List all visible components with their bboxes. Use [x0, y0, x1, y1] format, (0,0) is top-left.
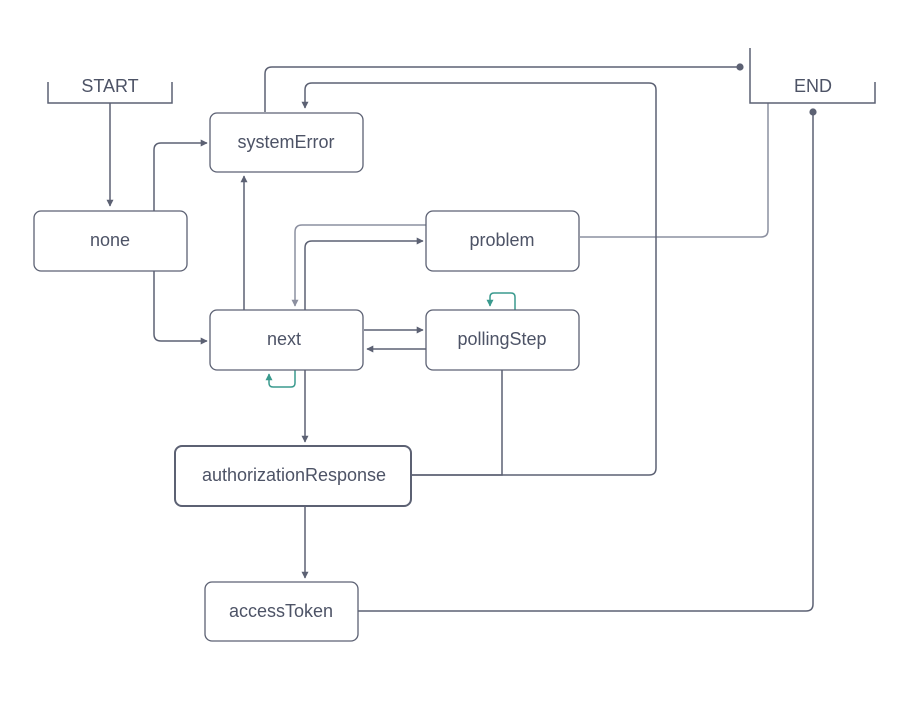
node-polling-step-label: pollingStep — [457, 329, 546, 349]
edge-problem-end — [580, 103, 769, 238]
edge-pollingstep-authorizationresponse — [411, 370, 503, 476]
start-label: START — [81, 76, 138, 96]
edge-authorizationresponse-systemerror — [301, 82, 657, 476]
edge-systemerror-end — [264, 63, 744, 112]
node-access-token[interactable]: accessToken — [204, 581, 359, 642]
edge-pollingstep-self — [486, 292, 516, 310]
node-access-token-label: accessToken — [229, 601, 333, 621]
node-next-label: next — [267, 329, 301, 349]
node-polling-step[interactable]: pollingStep — [425, 309, 580, 371]
edge-none-systemerror — [153, 139, 208, 211]
edge-problem-next — [291, 224, 426, 307]
node-problem-label: problem — [469, 230, 534, 250]
edge-accesstoken-end — [358, 108, 817, 612]
node-none[interactable]: none — [33, 210, 188, 272]
node-problem[interactable]: problem — [425, 210, 580, 272]
edge-next-problem — [304, 237, 424, 310]
end-terminal: END — [749, 48, 876, 104]
start-terminal: START — [47, 76, 173, 104]
node-system-error-label: systemError — [237, 132, 334, 152]
node-authorization-response-label: authorizationResponse — [202, 465, 386, 485]
edge-none-next — [153, 271, 208, 345]
edge-next-self — [265, 370, 296, 388]
node-authorization-response[interactable]: authorizationResponse — [174, 445, 412, 507]
node-system-error[interactable]: systemError — [209, 112, 364, 173]
node-none-label: none — [90, 230, 130, 250]
node-next[interactable]: next — [209, 309, 364, 371]
end-label: END — [794, 76, 832, 96]
